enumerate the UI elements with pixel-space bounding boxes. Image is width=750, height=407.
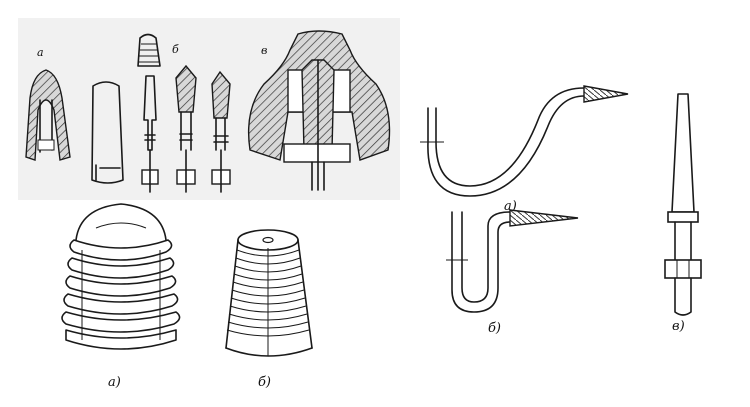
small-dowel-drawing xyxy=(137,33,161,67)
bottom-label-b: б) xyxy=(258,375,271,390)
pin-hook-3 xyxy=(211,70,231,193)
pin-hook-1 xyxy=(141,75,159,193)
right-label-b: б) xyxy=(488,321,501,336)
pin-cylinder-drawing xyxy=(91,81,124,184)
top-label-b: б xyxy=(172,43,179,56)
u-hook-screw-drawing xyxy=(446,209,579,313)
threaded-cap-drawing xyxy=(61,203,181,350)
insulator-section-drawing xyxy=(247,30,391,191)
s-hook-screw-drawing xyxy=(420,85,629,197)
top-label-v: в xyxy=(261,44,267,57)
straight-pin-drawing xyxy=(664,93,702,316)
right-label-v: в) xyxy=(672,319,685,334)
cap-section-drawing xyxy=(25,69,71,161)
pin-hook-2 xyxy=(175,64,197,193)
threaded-cone-drawing xyxy=(225,229,313,357)
bottom-label-a: а) xyxy=(108,375,121,390)
top-label-a: а xyxy=(37,46,44,59)
